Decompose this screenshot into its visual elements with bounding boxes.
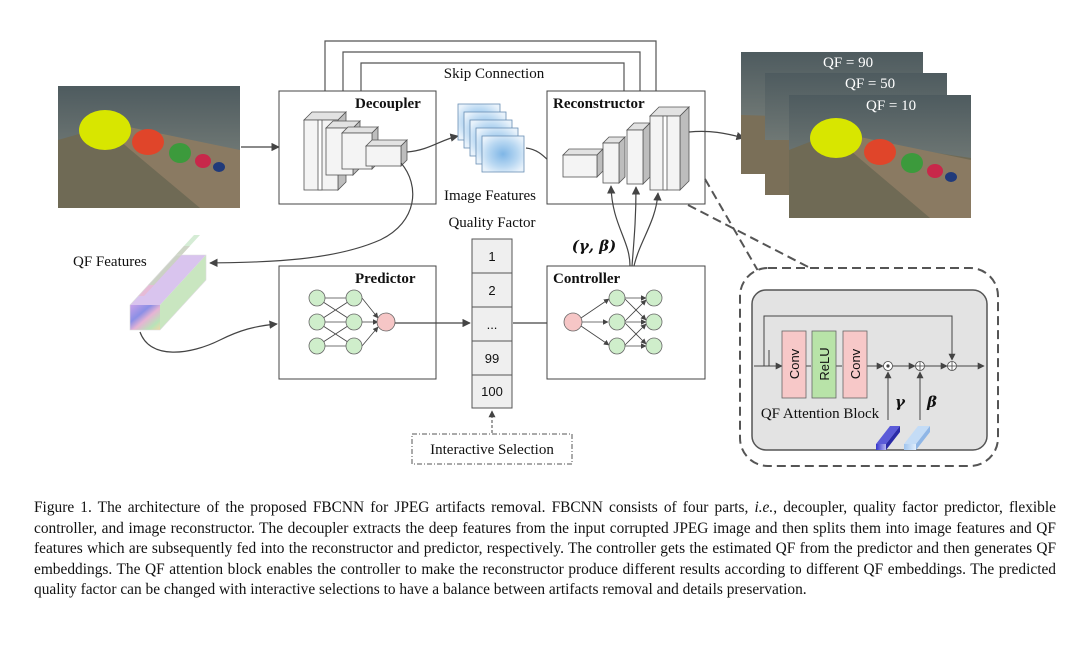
- output-label-qf90: QF = 90: [823, 55, 873, 71]
- qf-cell[interactable]: [471, 306, 513, 342]
- output-image-qf10: [789, 95, 971, 218]
- output-label-qf50: QF = 50: [845, 76, 895, 92]
- decoupler-layers: [303, 111, 408, 191]
- caption-text: , decoupler, quality factor predictor, f…: [34, 499, 1056, 599]
- to-predictor-arrow: [139, 320, 278, 353]
- qf-cell[interactable]: [471, 374, 513, 409]
- interactive-selection-label: Interactive Selection: [430, 442, 554, 458]
- attention-operators: [883, 361, 957, 371]
- qf-value: 99: [485, 351, 499, 366]
- quality-factor-list[interactable]: [471, 238, 513, 409]
- predictor-label: Predictor: [355, 271, 416, 287]
- decoupler-label: Decoupler: [355, 96, 421, 112]
- interactive-selection-box[interactable]: [411, 433, 573, 465]
- to-qf-features-arrow: [209, 162, 414, 268]
- controller-network: [580, 295, 647, 349]
- gamma-label: γ: [895, 393, 906, 411]
- conv-layer: [842, 330, 868, 399]
- controller-label: Controller: [553, 271, 621, 287]
- attention-block-title: QF Attention Block: [761, 406, 880, 422]
- beta-embedding: [904, 426, 930, 450]
- relu-layer: [811, 330, 837, 399]
- to-image-features-arrow: [406, 133, 459, 153]
- qf-value: 1: [488, 249, 495, 264]
- attention-block-paths: [754, 315, 985, 420]
- gamma-embedding: [876, 426, 900, 450]
- conv-layer: [781, 330, 807, 399]
- quality-factor-label: Quality Factor: [448, 215, 535, 231]
- conv-label: Conv: [787, 348, 802, 379]
- reconstructor-label: Reconstructor: [553, 96, 645, 112]
- qf-value: 2: [488, 283, 495, 298]
- attention-block-panel: [751, 289, 988, 451]
- zoom-connector: [687, 204, 819, 273]
- qf-cell[interactable]: [471, 238, 513, 274]
- caption-text: Figure 1. The architecture of the propos…: [34, 499, 755, 516]
- caption-ie: i.e.: [754, 499, 774, 516]
- qf-features-cube: [129, 235, 207, 331]
- qf-value: ...: [487, 317, 498, 332]
- image-features-stack: [457, 103, 525, 173]
- modulation-arrows: [606, 185, 662, 267]
- skip-connection-label: Skip Connection: [444, 66, 545, 82]
- reconstructor-layers: [562, 106, 690, 191]
- zoom-connector: [704, 178, 766, 284]
- beta-label: β: [926, 393, 937, 411]
- controller-nodes: [563, 289, 663, 355]
- figure-caption: Figure 1. The architecture of the propos…: [34, 498, 1056, 601]
- gamma-beta-label: (γ, β): [572, 237, 617, 255]
- conv-label: Conv: [848, 348, 863, 379]
- architecture-diagram: Skip Connection Decoupler Image Features: [58, 40, 999, 467]
- output-label-qf10: QF = 10: [866, 98, 916, 114]
- output-arrow: [688, 130, 745, 141]
- skip-connections: [324, 40, 657, 91]
- relu-label: ReLU: [817, 347, 832, 380]
- image-features-label: Image Features: [444, 188, 536, 204]
- qf-features-label: QF Features: [73, 254, 147, 270]
- predictor-nodes: [308, 289, 396, 355]
- input-image: [58, 86, 240, 208]
- qf-value: 100: [481, 384, 503, 399]
